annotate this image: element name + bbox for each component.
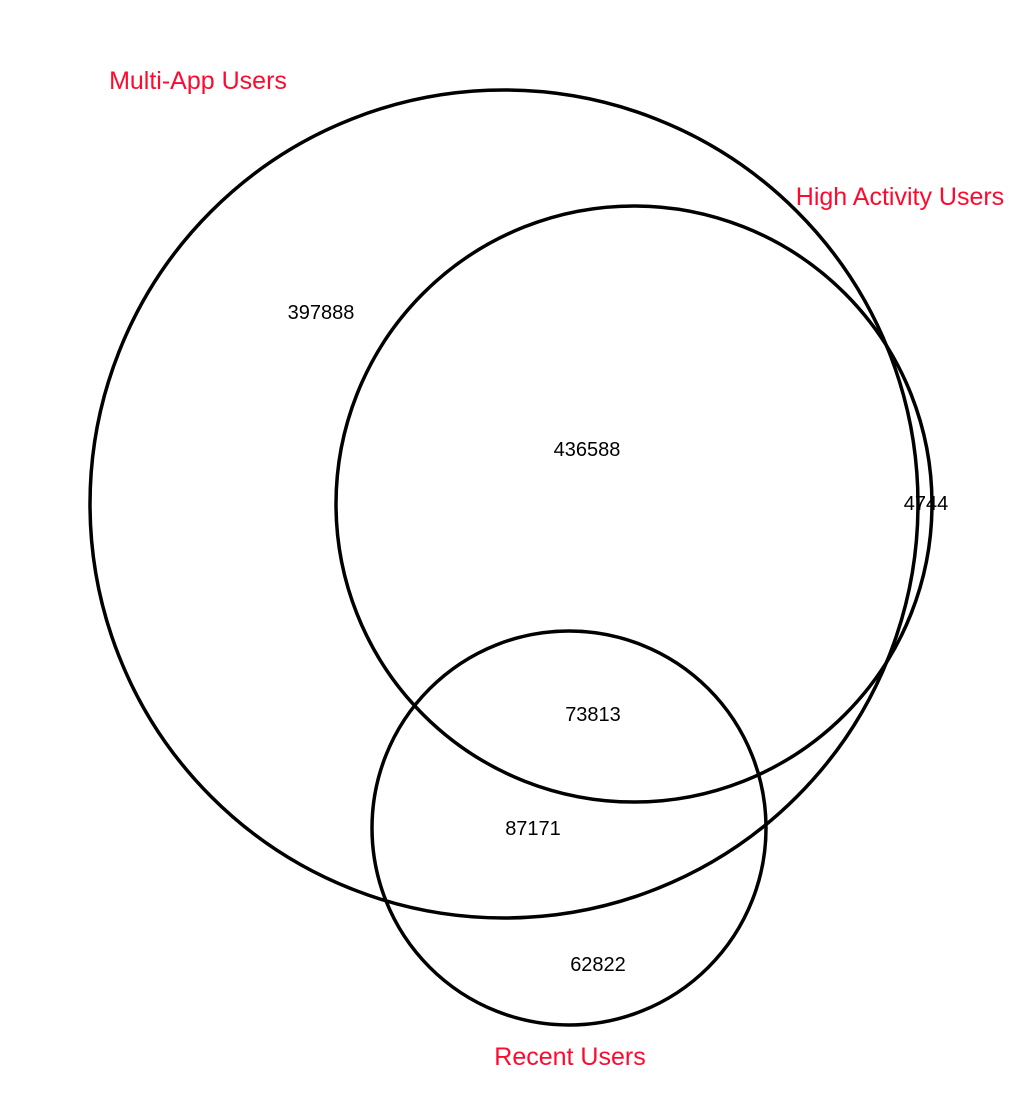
circle-recent-users bbox=[370, 629, 768, 1027]
count-all-three: 73813 bbox=[565, 704, 621, 726]
count-high-activity-only: 4744 bbox=[904, 493, 949, 515]
count-multi-app-and-high-activity: 436588 bbox=[554, 439, 621, 461]
label-multi-app-users: Multi-App Users bbox=[109, 67, 287, 95]
label-recent-users: Recent Users bbox=[494, 1043, 645, 1071]
label-high-activity-users: High Activity Users bbox=[796, 183, 1004, 211]
circle-multi-app-users bbox=[88, 88, 920, 920]
count-recent-only: 62822 bbox=[570, 954, 626, 976]
count-multi-app-and-recent: 87171 bbox=[505, 818, 561, 840]
count-multi-app-only: 397888 bbox=[288, 302, 355, 324]
circle-high-activity-users bbox=[334, 204, 934, 804]
